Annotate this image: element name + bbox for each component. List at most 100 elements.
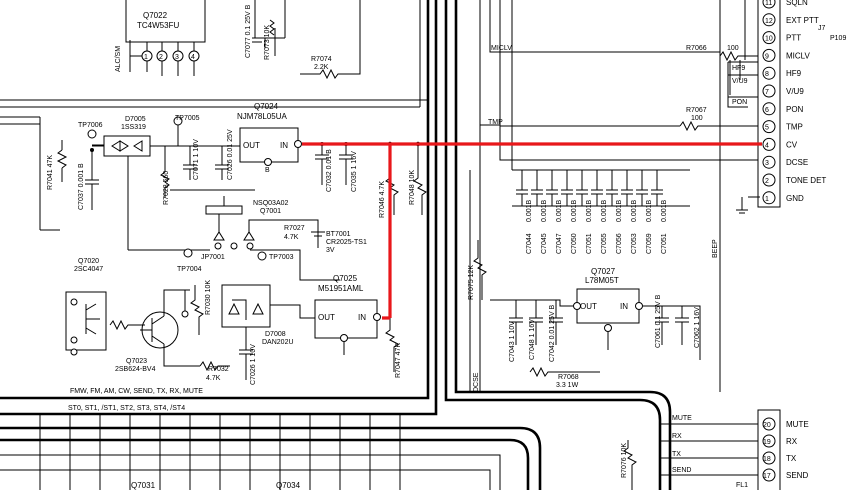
j7-ref: J7 [818,25,826,32]
j7-pin-label: V/U9 [786,87,804,96]
vu9-wire-label: V/U9 [732,78,748,85]
cv-resistors: R7046 4.7K R7048 10K R7047 47K [379,141,427,378]
d7008-part: DAN202U [262,339,294,346]
q7022-ic: Q7022 TC4W53FU 1 2 3 4 ALC/SM [115,0,206,76]
q7024-regulator: Q7024 NJM78L05UA OUT IN B [237,102,302,174]
j7-pin [762,120,776,134]
filter-cap-value: 0.001B [586,199,593,222]
tp7004-label: TP7004 [177,266,202,273]
j7-pin-label: GND [786,194,804,203]
tp7006-point [87,129,97,139]
right-signal-resistors: R7066 100 R7067 100 HF9 V/U9 PON [500,0,760,132]
tp7003-point [257,251,267,261]
j7-pin-label: PON [786,105,804,114]
filter-cap-ref: C7045 [541,233,548,254]
q7027-in: IN [620,302,628,311]
r7027-value: 4.7K [284,234,299,241]
j7-pin-number: 7 [765,89,769,96]
j7-pin-label: PTT [786,34,801,43]
q7024-out: OUT [243,141,260,150]
r7074-ref: R7074 [311,56,332,63]
fl1-pin-label: MUTE [786,420,809,429]
j7-pin-number: 8 [765,71,769,78]
fl1-pin-number: 18 [763,456,771,463]
j7-pin [762,102,776,116]
jp7001-label: JP7001 [201,254,225,261]
r7068-value: 3.3 1W [556,382,579,389]
c7035-label: C7035 1 16V [351,151,358,192]
fl1-pin [762,417,776,431]
d7005-diode: TP7006 D7005 1SS319 TP7005 [78,115,200,157]
c7061-label: C7061 0.1 25V B [655,294,662,348]
alc-sm-label: ALC/SM [115,46,122,72]
bus2-label: ST0, ST1, /ST1, ST2, ST3, ST4, /ST4 [68,405,185,412]
c7032-label: C7032 0.01 B [326,149,333,192]
regulator-input-passives: R7028 560 C7071 1 10V C7026 0.01 25V [160,129,255,205]
q7023-ref: Q7023 [126,358,147,365]
rx-wire-label: RX [672,433,682,440]
r7067-value: 100 [691,115,703,122]
j7-pin-label: TMP [786,123,803,132]
tp7003-label: TP7003 [269,254,294,261]
fl1-pin-number: 20 [763,422,771,429]
q7024-pin-b: B [265,167,270,174]
j7-pin-label: CV [786,140,798,149]
q7001-bt7001: NSQ03A02 Q7001 R7027 4.7K BT7001 CR2025-… [177,196,367,281]
bt7001-part: CR2025-TS1 [326,239,367,246]
c7042-label: C7042 0.01 25V B [549,304,556,362]
q7020-part: 2SC4047 [74,266,103,273]
miclv-wire-label: MICLV [491,45,512,52]
r7032-ref: R7032 [208,366,229,373]
r7067-ref: R7067 [686,107,707,114]
r7075-label: R7075 12K [468,265,475,300]
filter-cap-ref: C7056 [616,233,623,254]
r7068-ref: R7068 [558,374,579,381]
c7071-label: C7071 1 10V [193,139,200,180]
fl1-housing [757,409,781,490]
c7026b-label: C7026 1 10V [250,344,257,385]
fl1-pin-label: SEND [786,471,808,480]
q7024-ref: Q7024 [254,102,279,111]
filter-cap-value: 0.001B [616,199,623,222]
cv-highlight-trace [302,142,762,320]
r7048-label: R7048 10K [409,170,416,205]
j7-pin [762,66,776,80]
r7028-label: R7028 560 [163,171,170,205]
q7024-in: IN [280,141,288,150]
filter-cap-ref: C7047 [556,233,563,254]
q7027-part: L78M05T [585,276,619,285]
c7032-c7035: C7032 0.01 B C7035 1 16V [315,142,358,192]
r7030-label: R7030 10K [205,280,212,315]
fl1-pin [762,468,776,482]
c7026a-label: C7026 0.01 25V [227,129,234,180]
j7-pin-label: HF9 [786,69,802,78]
c7043-label: C7043 1 10V [509,321,516,362]
filter-cap-ref: C7053 [631,233,638,254]
tp7005-label: TP7005 [175,115,200,122]
j7-pin-number: 6 [765,107,769,114]
bus1-label: FMW, FM, AM, CW, SEND, TX, RX, MUTE [70,388,203,395]
r7027-ref: R7027 [284,225,305,232]
filter-cap-value: 0.001B [526,199,533,222]
j7-pin-label: SQLN [786,0,808,7]
filter-cap-ref: C7051 [586,233,593,254]
r7066-ref: R7066 [686,45,707,52]
q7020-ref: Q7020 [78,258,99,265]
tx-wire-label: TX [672,451,681,458]
filter-cap-value: 0.001B [541,199,548,222]
j7-pin-number: 11 [765,0,772,7]
fl1-pin-label: TX [786,454,797,463]
bt7001-value: 3V [326,247,335,254]
r7046-label: R7046 4.7K [379,181,386,218]
filter-cap-value: 0.001B [571,199,578,222]
bt7001-ref: BT7001 [326,231,351,238]
j7-pin [762,173,776,187]
fl1-pin-label: RX [786,437,798,446]
c7048-label: C7048 1 16V [529,319,536,360]
fl1-pin-number: 17 [763,473,771,480]
d7008-ref: D7008 [265,331,286,338]
j7-ref2: P109 [830,35,846,42]
j7-pin [762,137,776,151]
q7022-pin-1-label: 1 [144,54,148,61]
q7022-pin-3-label: 3 [175,54,179,61]
